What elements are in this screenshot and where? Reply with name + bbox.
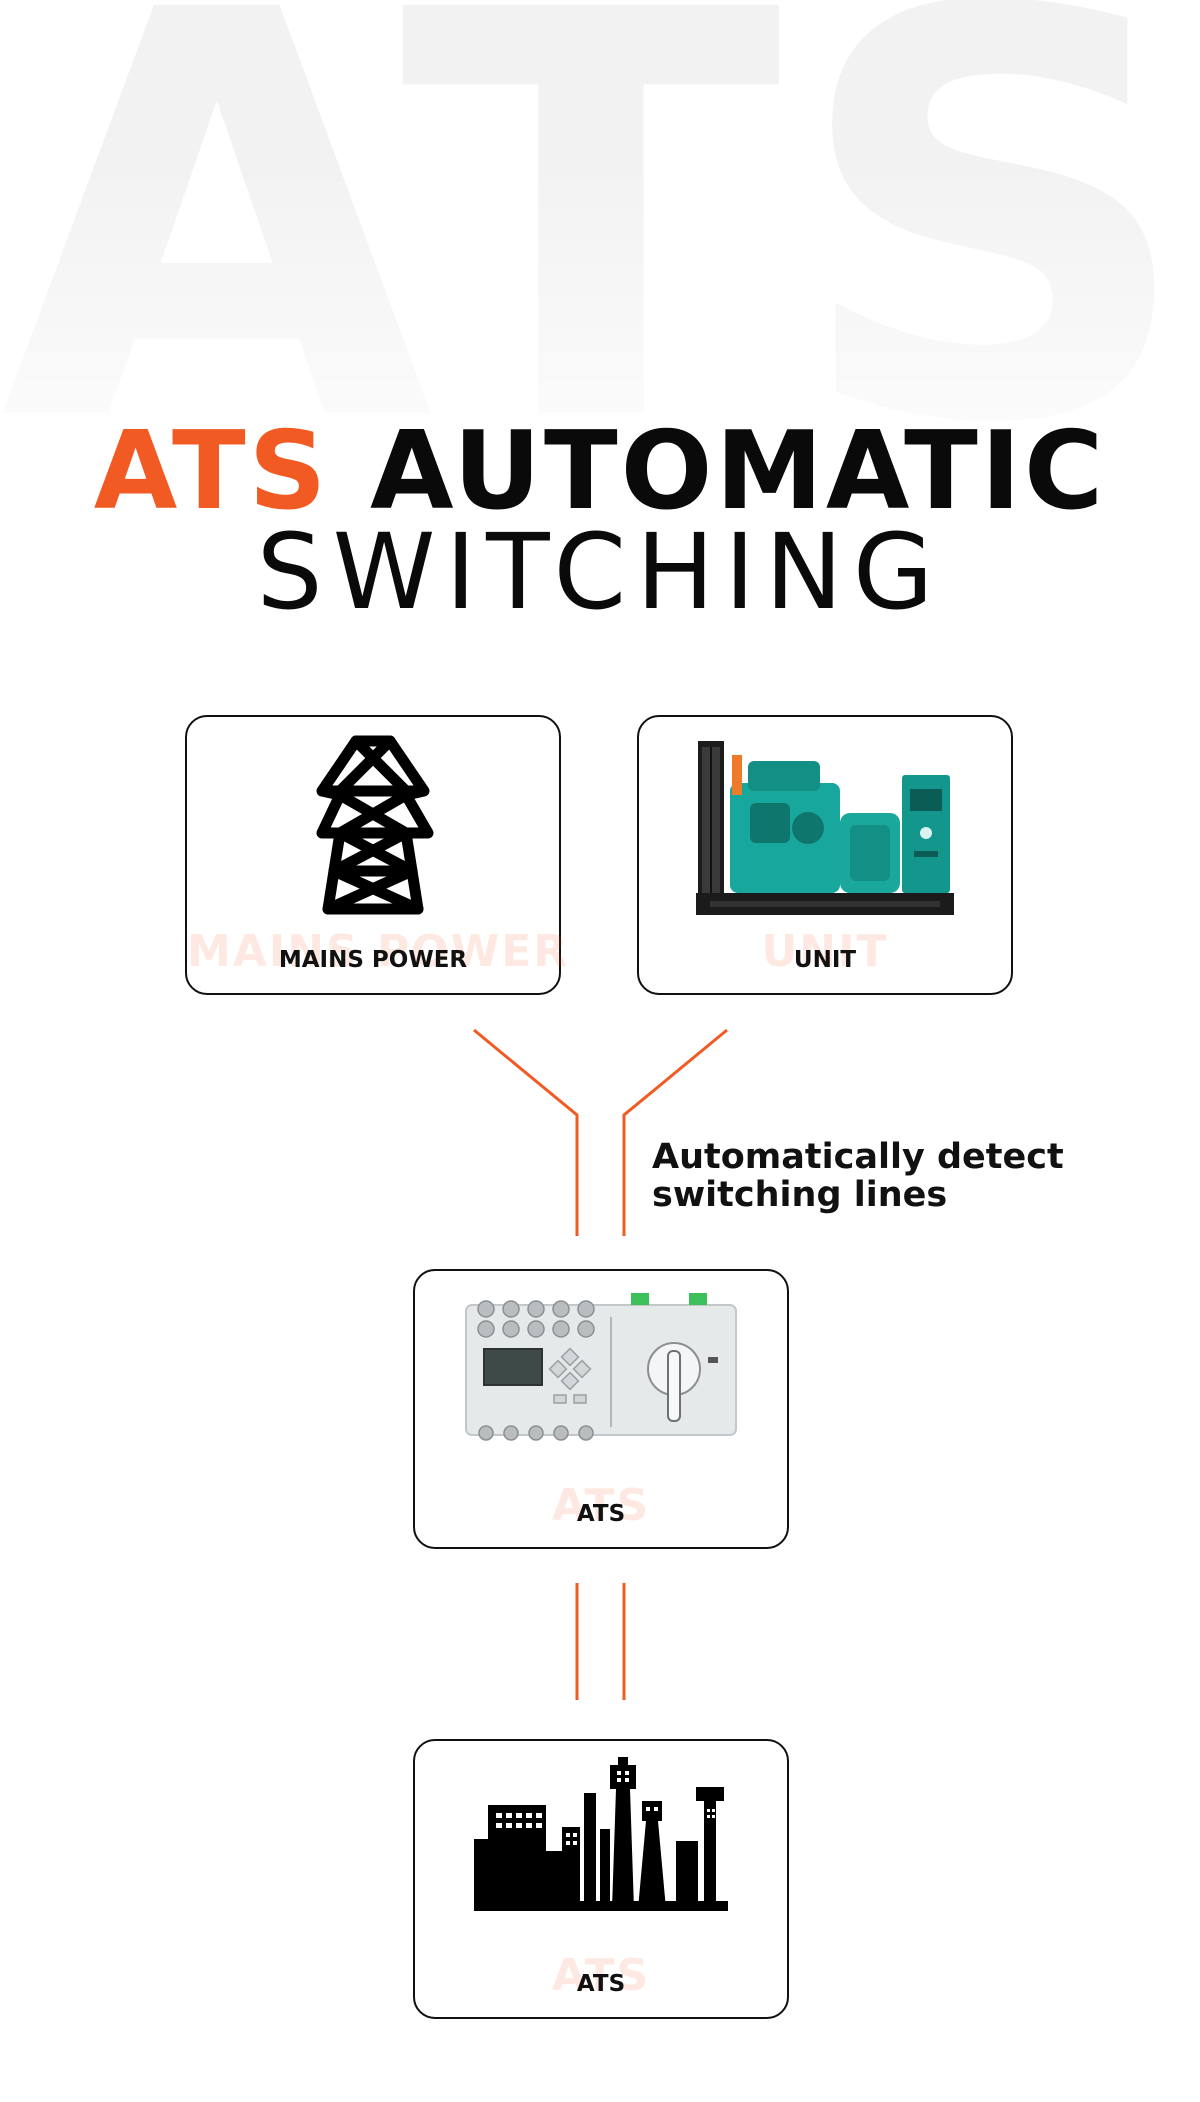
transmission-tower-icon [316, 735, 434, 915]
title-main: AUTOMATIC [370, 409, 1107, 534]
ats-device-card: ATS ATS [413, 1269, 789, 1549]
ats-ghost-label: ATS [551, 1480, 651, 1531]
unit-to-ats-line [622, 1028, 728, 1236]
mains-power-ghost-label: MAINS POWER [187, 926, 570, 977]
title-accent: ATS [93, 409, 330, 534]
background-watermark: ATS [0, 0, 1200, 546]
generator-unit-card: UNIT UNIT [637, 715, 1013, 995]
city-skyline-icon [474, 1757, 728, 1911]
mains-to-ats-line [473, 1028, 579, 1236]
page-subtitle: SWITCHING [256, 511, 944, 633]
page-title: ATS AUTOMATIC [0, 412, 1200, 532]
ats-switch-icon [465, 1293, 737, 1441]
unit-ghost-label: UNIT [761, 926, 889, 977]
mains-power-card: MAINS POWER MAINS POWER [185, 715, 570, 995]
load-city-card: ATS ATS [413, 1739, 789, 2019]
ats-label: ATS [576, 1501, 626, 1527]
mains-power-label: MAINS POWER [278, 947, 468, 973]
auto-detect-annotation: Automatically detect switching lines [652, 1137, 1064, 1215]
unit-label: UNIT [793, 947, 857, 973]
generator-icon [696, 741, 954, 915]
load-label: ATS [576, 1971, 626, 1997]
load-ghost-label: ATS [551, 1950, 651, 2001]
